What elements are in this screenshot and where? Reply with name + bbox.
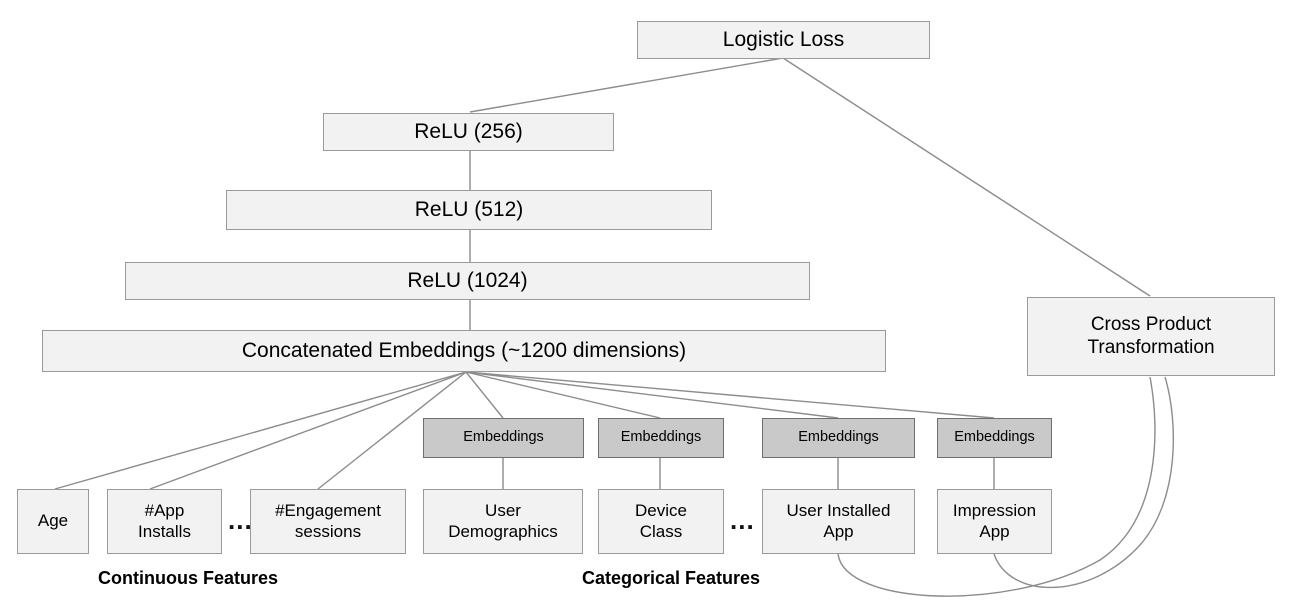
node-feature-device-class-line-1: Device	[635, 501, 687, 521]
node-relu-512-label: ReLU (512)	[414, 197, 524, 221]
edge-loss-to-cross	[782, 57, 1151, 297]
node-feature-app-installs[interactable]: #App Installs	[107, 489, 222, 554]
node-relu-256[interactable]: ReLU (256)	[323, 113, 614, 151]
node-feature-engagement-sessions-line-1: #Engagement	[275, 501, 381, 521]
node-feature-user-installed-app-line-2: App	[823, 521, 854, 541]
node-feature-engagement-sessions-line-2: sessions	[294, 521, 362, 541]
group-label-categorical-features: Categorical Features	[582, 568, 761, 588]
node-embeddings-2-label: Embeddings	[620, 429, 702, 446]
cross-product-line-1: Cross Product	[1090, 314, 1212, 336]
node-relu-256-label: ReLU (256)	[414, 119, 523, 143]
node-embeddings-4[interactable]: Embeddings	[937, 418, 1052, 458]
node-concatenated-embeddings[interactable]: Concatenated Embeddings (~1200 dimension…	[42, 330, 886, 372]
node-embeddings-1[interactable]: Embeddings	[423, 418, 584, 458]
node-embeddings-4-label: Embeddings	[954, 429, 1035, 446]
ellipsis-categorical: ...	[730, 505, 755, 535]
node-concatenated-embeddings-label: Concatenated Embeddings (~1200 dimension…	[241, 338, 687, 362]
node-embeddings-3-label: Embeddings	[798, 429, 879, 446]
edge-concat-to-app-installs	[149, 371, 467, 490]
node-feature-user-demographics-line-1: User	[485, 501, 521, 521]
node-feature-impression-app-line-1: Impression	[952, 501, 1037, 521]
node-feature-age[interactable]: Age	[17, 489, 89, 554]
edge-concat-to-embed2	[465, 371, 661, 419]
node-relu-512[interactable]: ReLU (512)	[226, 190, 712, 230]
node-feature-user-installed-app-line-1: User Installed	[786, 501, 891, 521]
node-feature-app-installs-line-2: Installs	[138, 521, 191, 541]
node-feature-device-class[interactable]: Device Class	[598, 489, 724, 554]
edge-concat-to-embed1	[465, 371, 504, 419]
node-feature-device-class-line-2: Class	[639, 521, 683, 541]
group-label-continuous-features: Continuous Features	[98, 568, 279, 588]
edge-loss-to-relu256	[469, 57, 784, 113]
node-relu-1024[interactable]: ReLU (1024)	[125, 262, 810, 300]
node-cross-product-transformation[interactable]: Cross Product Transformation	[1027, 297, 1275, 376]
node-feature-impression-app[interactable]: Impression App	[937, 489, 1052, 554]
node-feature-user-demographics[interactable]: User Demographics	[423, 489, 583, 554]
edge-concat-to-age	[54, 371, 467, 490]
node-feature-user-demographics-line-2: Demographics	[448, 521, 558, 541]
node-embeddings-1-label: Embeddings	[463, 429, 544, 446]
node-logistic-loss[interactable]: Logistic Loss	[637, 21, 930, 59]
edge-concat-to-embed4	[465, 371, 995, 419]
edge-user-installed-app-to-cross	[837, 376, 1156, 597]
node-embeddings-2[interactable]: Embeddings	[598, 418, 724, 458]
ellipsis-continuous: ...	[228, 505, 253, 535]
cross-product-line-2: Transformation	[1087, 336, 1215, 358]
node-feature-impression-app-line-2: App	[979, 521, 1010, 541]
node-feature-age-line-1: Age	[37, 511, 69, 531]
node-feature-app-installs-line-1: #App	[144, 501, 185, 521]
node-logistic-loss-label: Logistic Loss	[722, 27, 845, 51]
edge-concat-to-embed3	[465, 371, 839, 419]
edge-impression-app-to-cross	[993, 376, 1175, 589]
node-embeddings-3[interactable]: Embeddings	[762, 418, 915, 458]
node-feature-engagement-sessions[interactable]: #Engagement sessions	[250, 489, 406, 554]
node-feature-user-installed-app[interactable]: User Installed App	[762, 489, 915, 554]
node-relu-1024-label: ReLU (1024)	[407, 268, 528, 292]
